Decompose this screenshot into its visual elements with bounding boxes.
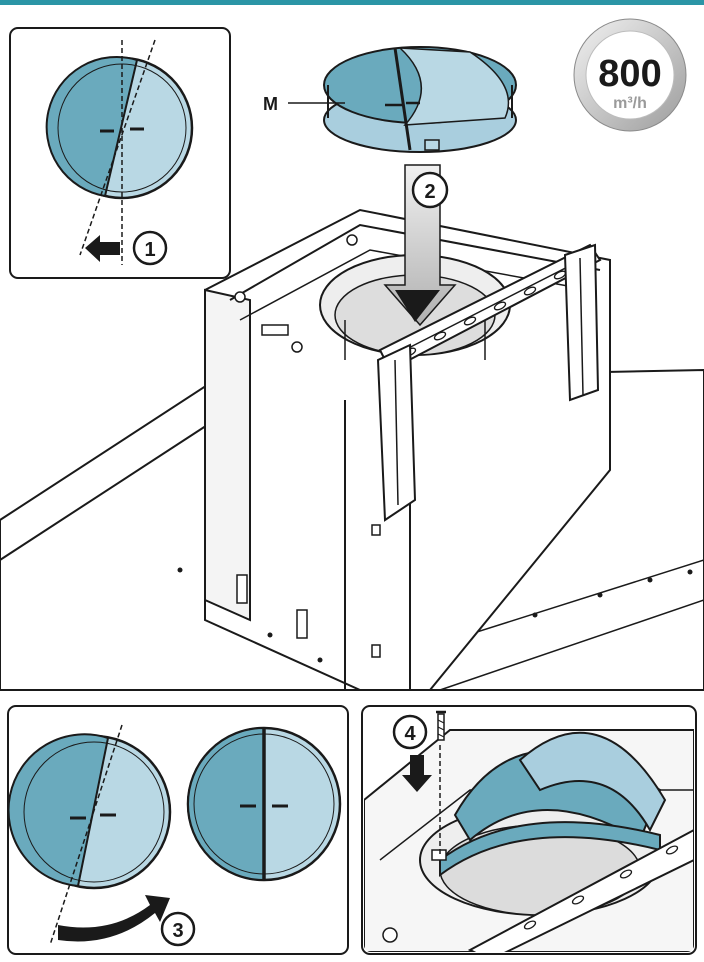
left-arrow-icon [85,235,120,262]
badge-value: 800 [598,53,661,95]
label-part-m: M [263,94,278,114]
hood-illustration [0,208,704,691]
svg-text:3: 3 [172,920,183,942]
svg-text:2: 2 [424,181,435,203]
svg-text:4: 4 [404,723,416,745]
damper-part-m [323,46,517,153]
screw-icon [436,710,446,741]
step-2-marker: 2 [411,171,449,209]
badge-unit: m³/h [613,95,647,112]
curved-arrow-icon [58,895,170,942]
svg-text:1: 1 [144,239,155,261]
step-4-marker: 4 [392,714,428,750]
inset-step-1: 1 [9,27,231,279]
header-accent-bar [0,0,704,5]
inset-step-4: 4 [361,705,697,955]
down-arrow-small-icon [402,755,432,792]
step-1-marker: 1 [132,230,168,266]
step-3-marker: 3 [160,911,196,947]
inset-step-3: 3 [7,705,349,955]
airflow-badge: 800 m³/h [573,18,687,132]
